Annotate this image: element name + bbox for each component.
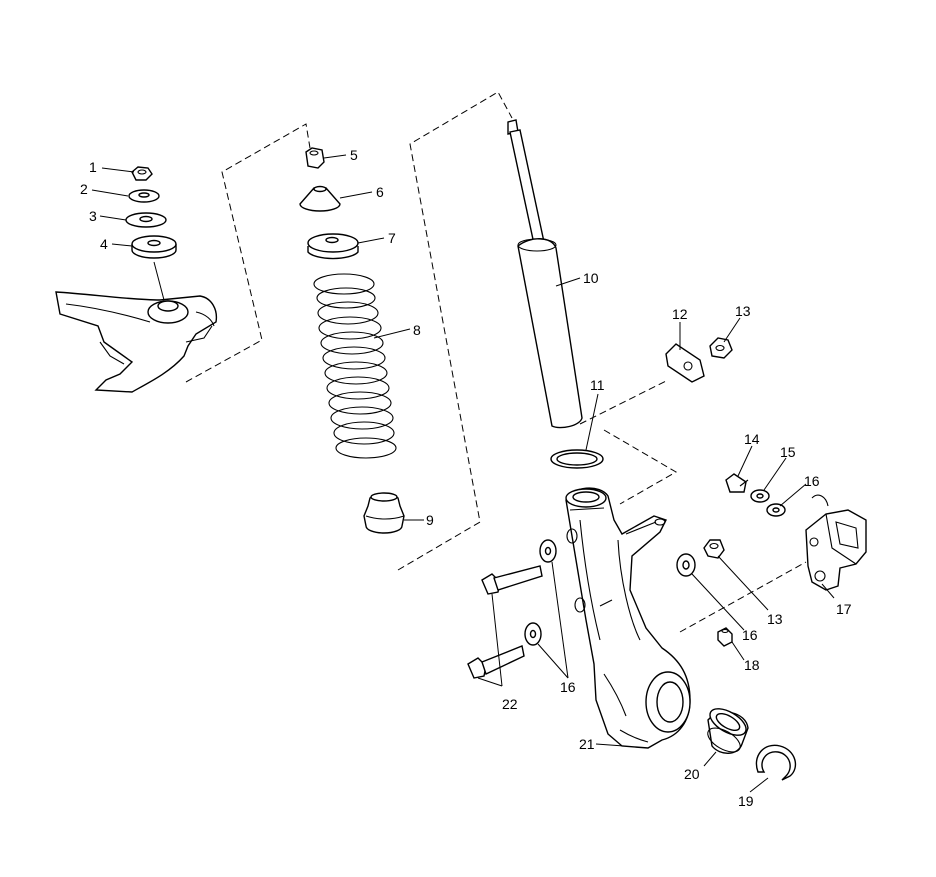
part-19-snap-ring [755, 744, 797, 781]
part-22-bolt-upper [481, 565, 543, 595]
part-17-brake-caliper [805, 494, 867, 591]
part-6-spring-retainer [299, 185, 341, 212]
callout-13-upper: 13 [735, 303, 751, 319]
part-20-wheel-bearing [707, 708, 749, 754]
part-10-shock-absorber [507, 119, 583, 429]
part-18-bleeder-screw [717, 627, 733, 647]
assembly-guide-lines [185, 91, 807, 633]
part-15-washer [750, 489, 770, 503]
callout-8: 8 [413, 322, 421, 338]
callout-20: 20 [684, 766, 700, 782]
callout-10: 10 [583, 270, 599, 286]
callout-17: 17 [836, 601, 852, 617]
callout-9: 9 [426, 512, 434, 528]
callout-19: 19 [738, 793, 754, 809]
part-16-washer-right [766, 503, 786, 517]
callout-11: 11 [590, 377, 605, 393]
callout-3: 3 [89, 208, 97, 224]
part-16-washer-left-lower [524, 622, 542, 646]
callout-6: 6 [376, 184, 384, 200]
part-14-bolt [725, 473, 749, 493]
callout-2: 2 [80, 181, 88, 197]
callout-16-right: 16 [804, 473, 820, 489]
callout-15: 15 [780, 444, 796, 460]
callout-16-left: 16 [560, 679, 576, 695]
callout-12: 12 [672, 306, 688, 322]
frame-a-arm [55, 291, 218, 393]
part-3-washer [125, 212, 167, 228]
part-2-washer [128, 189, 160, 203]
part-13-nut-lower [703, 539, 725, 559]
part-16-washer-left-upper [539, 539, 557, 563]
callout-labels: 1 2 3 4 5 6 7 8 9 10 11 12 13 14 15 16 1… [80, 147, 852, 809]
part-11-o-ring [550, 449, 604, 469]
callout-4: 4 [100, 236, 108, 252]
part-9-bump-stop [363, 492, 405, 534]
part-22-bolt-lower [467, 645, 525, 679]
part-4-bushing [131, 235, 177, 259]
callout-1: 1 [89, 159, 97, 175]
callout-5: 5 [350, 147, 358, 163]
part-1-nut [131, 166, 153, 181]
callout-21: 21 [579, 736, 595, 752]
callout-7: 7 [388, 230, 396, 246]
callout-18: 18 [744, 657, 760, 673]
part-5-nut [305, 147, 325, 169]
callout-16-mid: 16 [742, 627, 758, 643]
part-8-coil-spring [313, 273, 397, 459]
part-7-spring-seat [307, 233, 359, 260]
part-16-washer-mid [676, 553, 696, 577]
part-12-brake-line-clip [665, 343, 705, 383]
bolt-axis-line [153, 261, 165, 301]
callout-14: 14 [744, 431, 760, 447]
leader-lines [91, 154, 835, 793]
part-21-steering-knuckle [565, 487, 691, 749]
callout-13-lower: 13 [767, 611, 783, 627]
part-13-nut-upper [709, 337, 733, 359]
callout-22: 22 [502, 696, 518, 712]
